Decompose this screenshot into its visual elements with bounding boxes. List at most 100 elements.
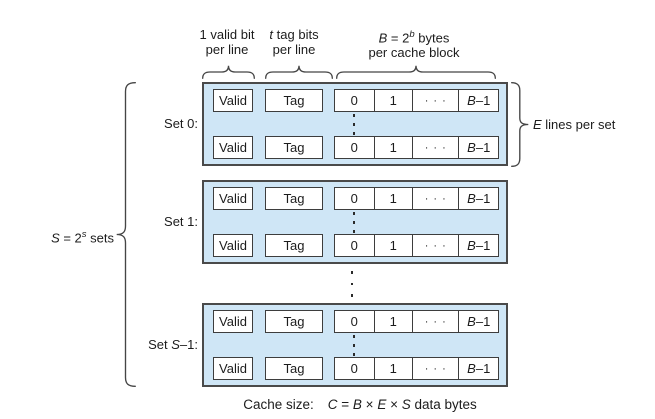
tag-column-label: t tag bits per line xyxy=(234,27,354,57)
byte-last-variable: B xyxy=(467,140,476,155)
block-bytes-text: bytes xyxy=(414,30,450,46)
tag-cell: Tag xyxy=(265,357,323,380)
byte-cell-ellipsis: · · · xyxy=(412,311,458,332)
byte-cell-last: B–1 xyxy=(458,188,498,209)
block-size-variable: B xyxy=(378,30,388,46)
block-eq-text: = 2 xyxy=(387,30,410,46)
vertical-dots-icon xyxy=(347,271,357,297)
cache-size-caption: Cache size: C = B × E × S data bytes xyxy=(190,397,530,412)
set-s-suffix: –1: xyxy=(179,337,198,352)
tag-cell: Tag xyxy=(265,89,323,112)
byte-cell-last: B–1 xyxy=(458,235,498,256)
block-exponent: b xyxy=(409,29,415,40)
byte-last-dash: –1 xyxy=(475,140,491,155)
tag-bits-variable: t xyxy=(269,27,274,42)
valid-cell: Valid xyxy=(213,89,253,112)
byte-cell-last: B–1 xyxy=(458,137,498,158)
caption-b-variable: B xyxy=(352,397,362,412)
lines-variable: E xyxy=(533,117,542,132)
block-bytes-cells: 0 1 · · · B–1 xyxy=(334,89,499,112)
set-0-label: Set 0: xyxy=(164,116,198,131)
block-bytes-cells: 0 1 · · · B–1 xyxy=(334,310,499,333)
byte-last-variable: B xyxy=(467,191,476,206)
byte-last-variable: B xyxy=(467,361,476,376)
byte-cell-ellipsis: · · · xyxy=(412,358,458,379)
byte-cell-0: 0 xyxy=(350,140,358,155)
sets-brace xyxy=(116,82,136,387)
tag-cell: Tag xyxy=(265,136,323,159)
cache-size-variable: C xyxy=(327,397,338,412)
tag-cell: Tag xyxy=(265,310,323,333)
valid-column-label: 1 valid bit per line xyxy=(167,27,287,57)
tag-column-line1: tag bits xyxy=(273,27,319,42)
set-0-box: Valid Tag 0 1 · · · B–1 Valid Tag 0 1 · … xyxy=(202,82,508,166)
valid-cell: Valid xyxy=(213,136,253,159)
caption-title: Cache size: xyxy=(243,397,314,412)
caption-rest: data bytes xyxy=(410,397,477,412)
valid-cell: Valid xyxy=(213,310,253,333)
valid-cell: Valid xyxy=(213,234,253,257)
sets-exponent: s xyxy=(81,229,87,240)
byte-last-variable: B xyxy=(467,93,476,108)
tag-column-brace xyxy=(265,65,333,79)
sets-variable: S xyxy=(51,230,60,246)
byte-last-dash: –1 xyxy=(475,314,491,329)
sets-text: sets xyxy=(86,230,114,246)
byte-cell-0: 0 xyxy=(350,191,358,206)
caption-e-variable: E xyxy=(377,397,387,412)
byte-cell-0: 0 xyxy=(350,93,358,108)
byte-cell-ellipsis: · · · xyxy=(412,235,458,256)
byte-last-dash: –1 xyxy=(475,93,491,108)
byte-cell-1: 1 xyxy=(373,90,413,111)
byte-cell-ellipsis: · · · xyxy=(412,137,458,158)
lines-per-set-label: E lines per set xyxy=(533,117,615,133)
tag-column-line2: per line xyxy=(272,42,316,57)
lines-text: lines per set xyxy=(541,117,616,132)
byte-last-variable: B xyxy=(467,314,476,329)
tag-cell: Tag xyxy=(265,187,323,210)
byte-last-dash: –1 xyxy=(475,361,491,376)
block-bytes-cells: 0 1 · · · B–1 xyxy=(334,136,499,159)
byte-cell-last: B–1 xyxy=(458,90,498,111)
block-bytes-cells: 0 1 · · · B–1 xyxy=(334,357,499,380)
byte-cell-0: 0 xyxy=(350,238,358,253)
byte-last-dash: –1 xyxy=(475,238,491,253)
block-column-label: B = 2b bytes per cache block xyxy=(344,27,484,60)
caption-times-1: × xyxy=(361,397,378,412)
set-s-variable: S xyxy=(171,337,180,352)
byte-cell-0: 0 xyxy=(350,314,358,329)
set-s-prefix: Set xyxy=(148,337,172,352)
byte-cell-last: B–1 xyxy=(458,311,498,332)
block-bytes-cells: 0 1 · · · B–1 xyxy=(334,187,499,210)
sets-eq-text: = 2 xyxy=(59,230,82,246)
byte-cell-1: 1 xyxy=(373,235,413,256)
byte-cell-1: 1 xyxy=(373,311,413,332)
byte-cell-ellipsis: · · · xyxy=(412,188,458,209)
block-column-brace xyxy=(336,65,496,79)
caption-eq: = xyxy=(337,397,353,412)
tag-cell: Tag xyxy=(265,234,323,257)
byte-cell-ellipsis: · · · xyxy=(412,90,458,111)
byte-cell-0: 0 xyxy=(350,361,358,376)
set-s-minus-1-label: Set S–1: xyxy=(138,337,198,353)
set-1-label: Set 1: xyxy=(164,214,198,229)
num-sets-label: S = 2s sets xyxy=(18,227,114,246)
valid-column-brace xyxy=(202,65,255,79)
valid-column-line2: per line xyxy=(205,42,249,57)
lines-per-set-brace xyxy=(511,82,529,167)
byte-cell-1: 1 xyxy=(373,137,413,158)
caption-s-variable: S xyxy=(401,397,411,412)
byte-last-variable: B xyxy=(467,238,476,253)
valid-column-line1: 1 valid bit xyxy=(199,27,255,42)
block-bytes-cells: 0 1 · · · B–1 xyxy=(334,234,499,257)
byte-cell-1: 1 xyxy=(373,188,413,209)
vertical-dots-icon xyxy=(349,114,359,135)
byte-cell-last: B–1 xyxy=(458,358,498,379)
vertical-dots-icon xyxy=(349,335,359,356)
caption-times-2: × xyxy=(386,397,402,412)
block-column-line2: per cache block xyxy=(368,45,460,61)
valid-cell: Valid xyxy=(213,357,253,380)
vertical-dots-icon xyxy=(349,212,359,233)
byte-last-dash: –1 xyxy=(475,191,491,206)
